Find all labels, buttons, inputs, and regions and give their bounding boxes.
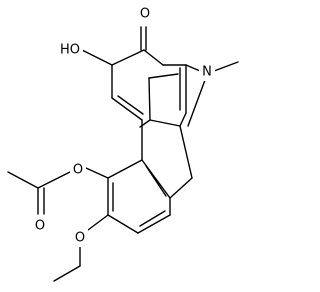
acetyl-carbonyl-oxygen-label: O <box>35 219 45 234</box>
acetoxy-oxygen-label: O <box>73 163 83 178</box>
bond-skeleton <box>7 26 239 282</box>
amine-nitrogen-label: N <box>202 65 212 80</box>
hydroxyl-label: HO <box>60 43 80 58</box>
methoxy-oxygen-label: O <box>75 231 85 246</box>
molecule-structure: O HO N O O O <box>7 5 239 282</box>
atom-labels: O HO N O O O <box>32 5 215 247</box>
ketone-oxygen-label: O <box>140 7 150 22</box>
